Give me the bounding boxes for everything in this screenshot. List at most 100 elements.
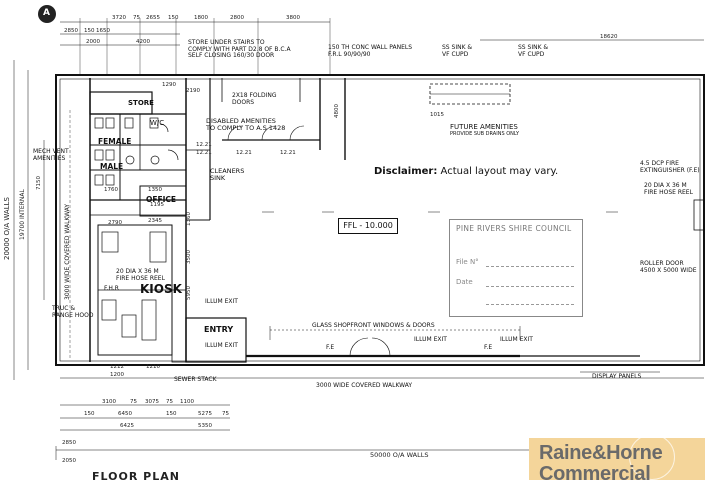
dim-misc-1760: 1760 — [104, 187, 118, 193]
dim-top-r2-3: 1650 — [96, 28, 110, 34]
note-illum-exit-1: ILLUM EXIT — [205, 298, 238, 305]
drawing-badge: A — [38, 5, 56, 23]
note-sink-2: SS SINK & VF CUPD — [518, 44, 549, 58]
dim-misc-1200: 1200 — [110, 372, 124, 378]
dim-top-r2-2: 150 — [84, 28, 95, 34]
dim-top-2: 75 — [133, 15, 140, 21]
note-illum-exit-2: ILLUM EXIT — [205, 342, 238, 349]
dim-misc-5950: 5950 — [186, 286, 192, 300]
note-roller-door: ROLLER DOOR 4500 X 5000 WIDE — [640, 260, 697, 274]
dim-misc-1210: 1210 — [146, 364, 160, 370]
dim-bottom-left-1: 2850 — [62, 440, 76, 446]
room-entry: ENTRY — [204, 325, 234, 334]
room-office: OFFICE — [146, 195, 177, 204]
dim-misc-1221-a: 12.21 — [236, 150, 252, 156]
room-cleaners: CLEANERS SINK — [210, 167, 245, 182]
disclaimer-body: Actual layout may vary. — [437, 166, 559, 177]
note-conc-wall: 150 TH CONC WALL PANELS F.R.L 90/90/90 — [328, 44, 413, 58]
dim-misc-1221-c: 12.21 — [196, 150, 212, 156]
dim-bottom-r1-3: 3075 — [145, 399, 159, 405]
note-walkway: 3000 WIDE COVERED WALKWAY — [316, 382, 413, 389]
dim-bottom-r1-5: 1100 — [180, 399, 194, 405]
room-male: MALE — [100, 162, 124, 171]
note-fhr: F.H.R — [104, 285, 119, 292]
dim-bottom-r2-4: 5275 — [198, 411, 212, 417]
note-shopfront: GLASS SHOPFRONT WINDOWS & DOORS — [312, 322, 435, 329]
room-female: FEMALE — [98, 137, 132, 146]
dim-bottom-left-2: 2050 — [62, 458, 76, 464]
dim-bottom-r2-3: 150 — [166, 411, 177, 417]
dim-top-r2-1: 2850 — [64, 28, 78, 34]
office-room — [139, 185, 187, 217]
dim-misc-1212: 1212 — [110, 364, 124, 370]
dim-top-3: 2655 — [146, 15, 160, 21]
disclaimer-label: Disclaimer: — [374, 166, 438, 177]
dim-top-7: 3800 — [286, 15, 300, 21]
inner-wall — [59, 78, 701, 362]
dim-misc-1360: 1360 — [186, 212, 192, 226]
note-fire-hose-reel-kiosk: 20 DIA X 36 M FIRE HOSE REEL — [116, 268, 165, 282]
dim-top-6: 2800 — [230, 15, 244, 21]
dim-misc-2190: 2190 — [186, 88, 200, 94]
dim-overall: 50000 O/A WALLS — [370, 451, 429, 459]
note-display-panels: DISPLAY PANELS — [592, 373, 642, 380]
note-disabled-amenities: DISABLED AMENITIES TO COMPLY TO A.S 1428 — [206, 117, 286, 132]
dim-left-overall: 20000 O/A WALLS — [3, 197, 11, 260]
note-fire-hose-reel: 20 DIA X 36 M FIRE HOSE REEL — [644, 182, 693, 196]
dim-top-5: 1800 — [194, 15, 208, 21]
note-fe-2: F.E — [484, 344, 493, 351]
stamp-file-line — [486, 266, 574, 267]
dim-misc-3500: 3500 — [186, 250, 192, 264]
dim-bottom-r1-2: 75 — [130, 399, 137, 405]
dim-misc-4800: 4800 — [334, 104, 340, 118]
dim-bottom-r1-4: 75 — [166, 399, 173, 405]
dim-misc-2790: 2790 — [108, 220, 122, 226]
dim-bottom-r1-1: 3100 — [102, 399, 116, 405]
dim-bottom-r3-2: 5350 — [198, 423, 212, 429]
stamp-date-line — [486, 286, 574, 287]
dim-top-1: 3720 — [112, 15, 126, 21]
floor-level-box: FFL - 10.000 — [338, 218, 398, 234]
note-sink-1: SS SINK & VF CUPD — [442, 44, 473, 58]
note-mech-vent: MECH VENT AMENITIES — [33, 148, 69, 162]
note-folding-doors: 2x18 FOLDING DOORS — [232, 92, 277, 106]
dim-top-r3-1: 2000 — [86, 39, 100, 45]
roller-door — [693, 199, 705, 231]
room-future-amenities: FUTURE AMENITIES PROVIDE SUB DRAINS ONLY — [450, 123, 520, 138]
dim-misc-1221-d: 12.21 — [196, 142, 212, 148]
stamp-title: PINE RIVERS SHIRE COUNCIL — [456, 224, 572, 233]
dim-misc-1015: 1015 — [430, 112, 444, 118]
drawing-title: FLOOR PLAN — [92, 470, 180, 483]
dim-bottom-r2-1: 150 — [84, 411, 95, 417]
dim-right-top: 18620 — [600, 34, 618, 40]
note-sewer-stack: SEWER STACK — [174, 376, 217, 383]
note-store-under-stairs: STORE UNDER STAIRS TO COMPLY WITH PART D… — [188, 39, 291, 59]
dim-bottom-r3-1: 6425 — [120, 423, 134, 429]
dim-left-7150: 7150 — [36, 176, 42, 190]
note-illum-exit-4: ILLUM EXIT — [500, 336, 533, 343]
note-walkway-vertical: 3000 WIDE COVERED WALKWAY — [64, 203, 71, 300]
dim-misc-1290: 1290 — [162, 82, 176, 88]
logo-line-2: Commercial — [539, 463, 651, 485]
drawing-badge-text: A — [43, 8, 50, 18]
dim-left-internal: 19700 INTERNAL — [19, 189, 26, 240]
logo-line-1: Raine&Horne — [539, 442, 663, 464]
council-stamp: PINE RIVERS SHIRE COUNCIL File N° Date — [449, 219, 583, 317]
note-fire-extinguisher: 4.5 DCP FIRE EXTINGUISHER (F.E) — [640, 160, 700, 174]
room-store: STORE — [128, 99, 154, 107]
note-range-hood: TRUC & RANGE HOOD — [52, 305, 94, 319]
dim-top-r3-2: 4200 — [136, 39, 150, 45]
raine-horne-logo: Raine&Horne Commercial — [529, 434, 705, 485]
dim-misc-1350: 1350 — [148, 187, 162, 193]
stamp-file-label: File N° — [456, 258, 479, 266]
dim-misc-2345: 2345 — [148, 218, 162, 224]
stamp-sign-line — [486, 304, 574, 305]
dim-misc-1195: 1195 — [150, 202, 164, 208]
note-fe-1: F.E — [326, 344, 335, 351]
room-kiosk: KIOSK — [140, 282, 182, 296]
room-wc: W/C — [150, 119, 165, 127]
dim-top-4: 150 — [168, 15, 179, 21]
disclaimer-text: Disclaimer: Actual layout may vary. — [374, 166, 558, 178]
dim-bottom-r2-5: 75 — [222, 411, 229, 417]
